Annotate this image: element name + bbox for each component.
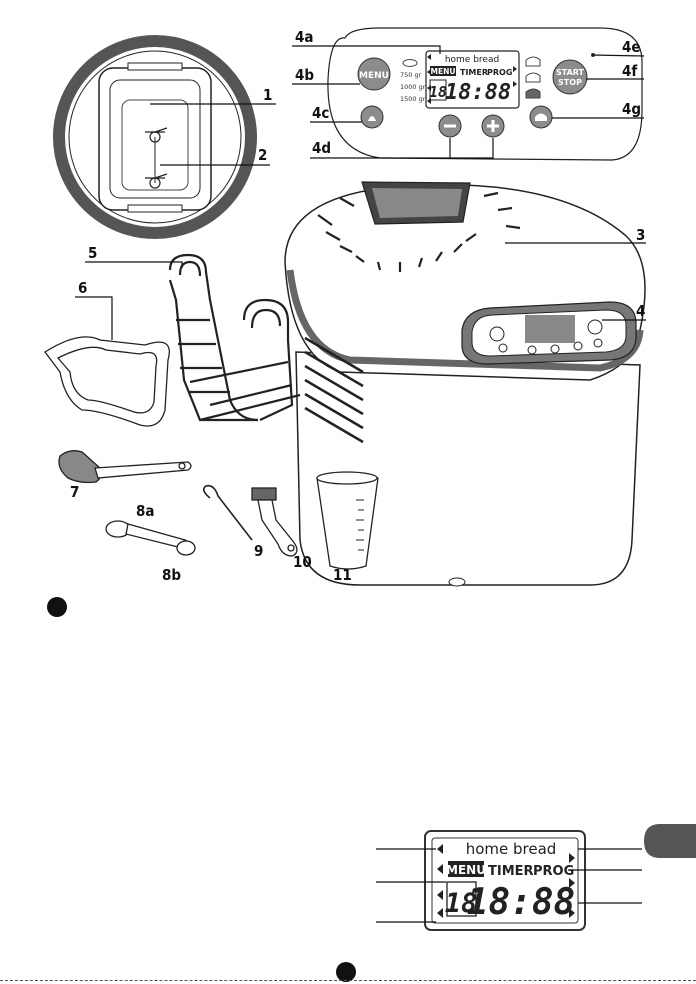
callout-4a: 4a	[295, 28, 314, 46]
callout-5: 5	[88, 244, 97, 262]
lcd-detail-digits-large: 18:88	[467, 882, 575, 923]
lcd-detail-prog: PROG	[533, 864, 574, 879]
panel-lcd-timer: TIMER	[460, 68, 488, 77]
panel-lcd-brand: home bread	[445, 55, 499, 65]
baking-rack	[170, 255, 300, 420]
menu-button-label: MENU	[359, 71, 389, 81]
page-tab	[644, 824, 696, 858]
callout-2: 2	[258, 146, 267, 164]
lcd-detail: home bread MENU TIMER PROG 18 18:88	[376, 831, 642, 930]
callout-8a: 8a	[136, 502, 155, 520]
callout-4f: 4f	[622, 62, 637, 80]
measuring-spoons	[106, 521, 195, 555]
callout-9: 9	[254, 542, 263, 560]
lcd-detail-menu-badge: MENU	[446, 863, 486, 877]
body-control-panel	[462, 302, 636, 364]
weight-750-label: 750 gr	[400, 71, 422, 79]
start-stop-button	[553, 60, 587, 94]
callout-4e: 4e	[622, 38, 641, 56]
language-marker-top	[47, 597, 67, 617]
page-cut-line	[0, 980, 696, 981]
panel-lcd-prog: PROG	[487, 68, 512, 77]
hook	[204, 486, 252, 540]
callout-7: 7	[70, 483, 79, 501]
weight-1500-label: 1500 gr	[400, 95, 426, 103]
paddle-remover-tray	[45, 337, 169, 426]
language-marker-bottom	[336, 962, 356, 982]
callout-4d: 4d	[312, 139, 331, 157]
callout-4c: 4c	[312, 104, 329, 122]
callout-4g: 4g	[622, 100, 641, 118]
pan-inset	[59, 41, 251, 233]
callout-10: 10	[293, 553, 312, 571]
control-panel: MENU 750 gr 1000 gr 1500 gr home bread M…	[328, 28, 642, 160]
paddle-hook-tool	[59, 451, 191, 483]
lcd-detail-brand: home bread	[466, 840, 557, 858]
callout-4b: 4b	[295, 66, 314, 84]
callout-1: 1	[263, 86, 272, 104]
callout-8b: 8b	[162, 566, 181, 584]
weight-1000-label: 1000 gr	[400, 83, 426, 91]
callout-4: 4	[636, 302, 645, 320]
callout-11: 11	[333, 566, 352, 584]
panel-lcd-digits-large: 18:88	[445, 80, 511, 105]
start-stop-line1: START	[556, 68, 585, 77]
panel-lcd: home bread MENU TIMER PROG 18 18:88	[426, 51, 519, 108]
callout-3: 3	[636, 226, 645, 244]
start-stop-line2: STOP	[558, 78, 582, 87]
callout-6: 6	[78, 279, 87, 297]
panel-lcd-menu-badge: MENU	[431, 67, 456, 76]
lcd-detail-timer: TIMER	[488, 864, 534, 879]
